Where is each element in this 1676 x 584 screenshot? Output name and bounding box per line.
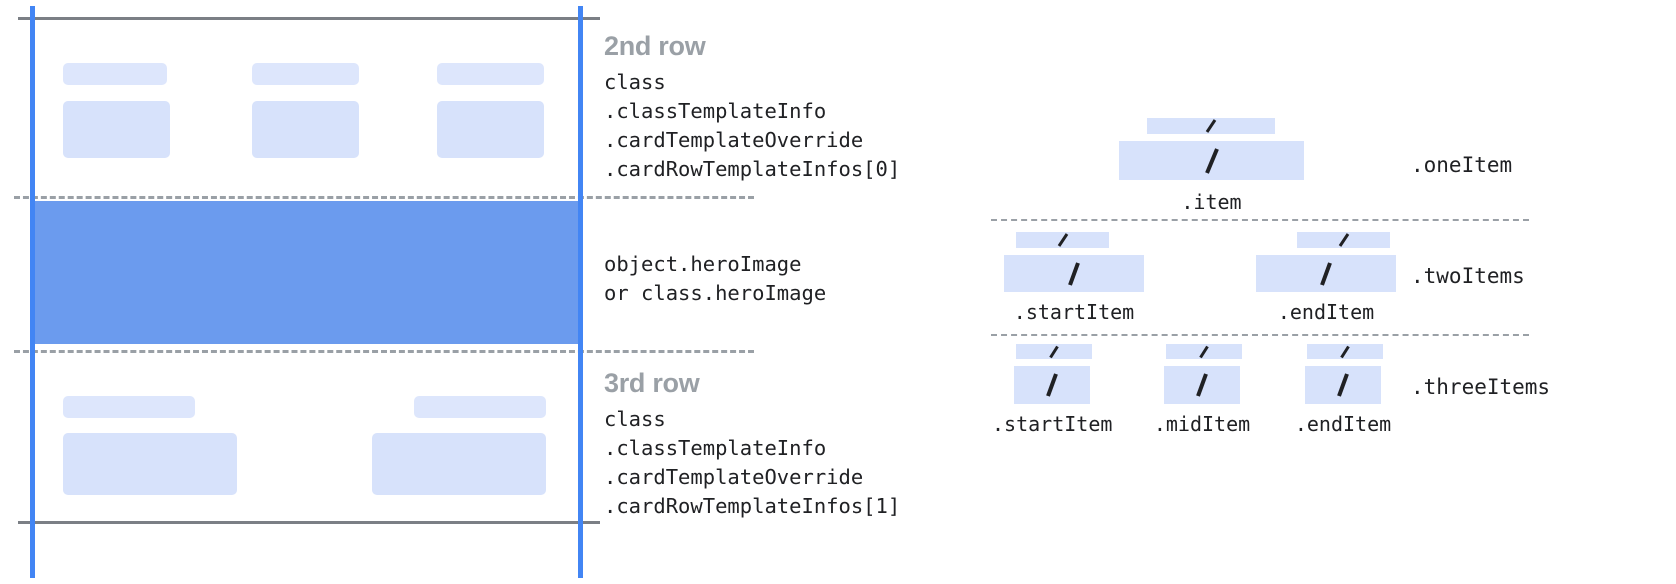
hero-code-line-1: object.heroImage xyxy=(604,252,802,276)
placeholder-image-3 xyxy=(437,101,544,158)
image-slash-icon xyxy=(1043,370,1061,400)
hero-code-line-2: or class.heroImage xyxy=(604,281,827,305)
three-items-end-label-box xyxy=(1307,344,1383,359)
image-slash-icon xyxy=(1056,232,1070,248)
row-separator-top xyxy=(14,196,754,199)
third-row-code-line-4: .cardRowTemplateInfos[1] xyxy=(604,494,901,518)
card-left-guide xyxy=(30,6,35,578)
second-row-code-line-1: class xyxy=(604,70,666,94)
placeholder-label-2 xyxy=(252,63,359,85)
second-row-heading: 2nd row xyxy=(604,31,706,61)
image-slash-icon xyxy=(1198,344,1211,359)
image-slash-icon xyxy=(1339,344,1352,359)
hero-image-block xyxy=(35,201,583,344)
three-items-start-label-box xyxy=(1016,344,1092,359)
second-row-code-line-2: .classTemplateInfo xyxy=(604,99,827,123)
image-slash-icon xyxy=(1204,118,1218,134)
card-bottom-rule xyxy=(18,521,600,524)
third-row-heading: 3rd row xyxy=(604,368,700,398)
placeholder-image-5 xyxy=(372,433,546,495)
second-row-annotation: 2nd row class .classTemplateInfo .cardTe… xyxy=(604,31,900,184)
three-items-mid-image-box xyxy=(1164,366,1240,404)
two-items-end-label-box xyxy=(1297,232,1390,248)
variant-three-items: .startItem .midItem xyxy=(992,344,1551,436)
left-card-diagram xyxy=(0,0,754,584)
three-items-start-image-box xyxy=(1014,366,1090,404)
variant-separator-2 xyxy=(991,334,1529,336)
two-items-start-image-box xyxy=(1004,255,1144,292)
placeholder-label-4 xyxy=(63,396,195,418)
two-items-label: .twoItems xyxy=(1411,264,1525,288)
one-item-label-box xyxy=(1147,118,1275,134)
image-slash-icon xyxy=(1202,145,1222,177)
placeholder-label-1 xyxy=(63,63,167,85)
variant-two-items: .startItem .endItem .twoItems xyxy=(1004,232,1525,324)
image-slash-icon xyxy=(1334,370,1352,400)
three-items-label: .threeItems xyxy=(1411,375,1551,399)
one-item-caption: .item xyxy=(1181,190,1242,214)
variant-separator-1 xyxy=(991,219,1529,221)
image-slash-icon xyxy=(1193,370,1211,400)
two-items-end-caption: .endItem xyxy=(1277,300,1375,324)
three-items-start-caption: .startItem xyxy=(992,412,1113,436)
placeholder-label-3 xyxy=(437,63,544,85)
card-top-rule xyxy=(18,17,600,20)
two-items-end-image-box xyxy=(1256,255,1396,292)
placeholder-label-5 xyxy=(414,396,546,418)
second-row-content xyxy=(0,0,600,196)
image-slash-icon xyxy=(1317,259,1335,289)
second-row-code-line-3: .cardTemplateOverride xyxy=(604,128,864,152)
placeholder-image-2 xyxy=(252,101,359,158)
third-row-content xyxy=(0,355,600,521)
one-item-label: .oneItem xyxy=(1411,153,1513,177)
two-items-start-label-box xyxy=(1016,232,1109,248)
three-items-end-caption: .endItem xyxy=(1294,412,1392,436)
third-row-code-line-1: class xyxy=(604,407,666,431)
third-row-code-line-3: .cardTemplateOverride xyxy=(604,465,864,489)
image-slash-icon xyxy=(1048,344,1061,359)
three-items-end-image-box xyxy=(1305,366,1381,404)
card-right-guide xyxy=(578,6,583,578)
hero-row-annotation: object.heroImage or class.heroImage xyxy=(604,250,826,308)
image-slash-icon xyxy=(1337,232,1351,248)
third-row-code-line-2: .classTemplateInfo xyxy=(604,436,827,460)
two-items-start-caption: .startItem xyxy=(1013,300,1135,324)
variant-one-item: .item .oneItem xyxy=(0,0,1676,214)
one-item-image-box xyxy=(1119,141,1304,180)
second-row-code-line-4: .cardRowTemplateInfos[0] xyxy=(604,157,901,181)
three-items-mid-label-box xyxy=(1166,344,1242,359)
placeholder-image-1 xyxy=(63,101,170,158)
image-slash-icon xyxy=(1065,259,1083,289)
third-row-annotation: 3rd row class .classTemplateInfo .cardTe… xyxy=(604,368,900,521)
placeholder-image-4 xyxy=(63,433,237,495)
three-items-mid-caption: .midItem xyxy=(1153,412,1251,436)
row-separator-bottom xyxy=(14,350,754,353)
